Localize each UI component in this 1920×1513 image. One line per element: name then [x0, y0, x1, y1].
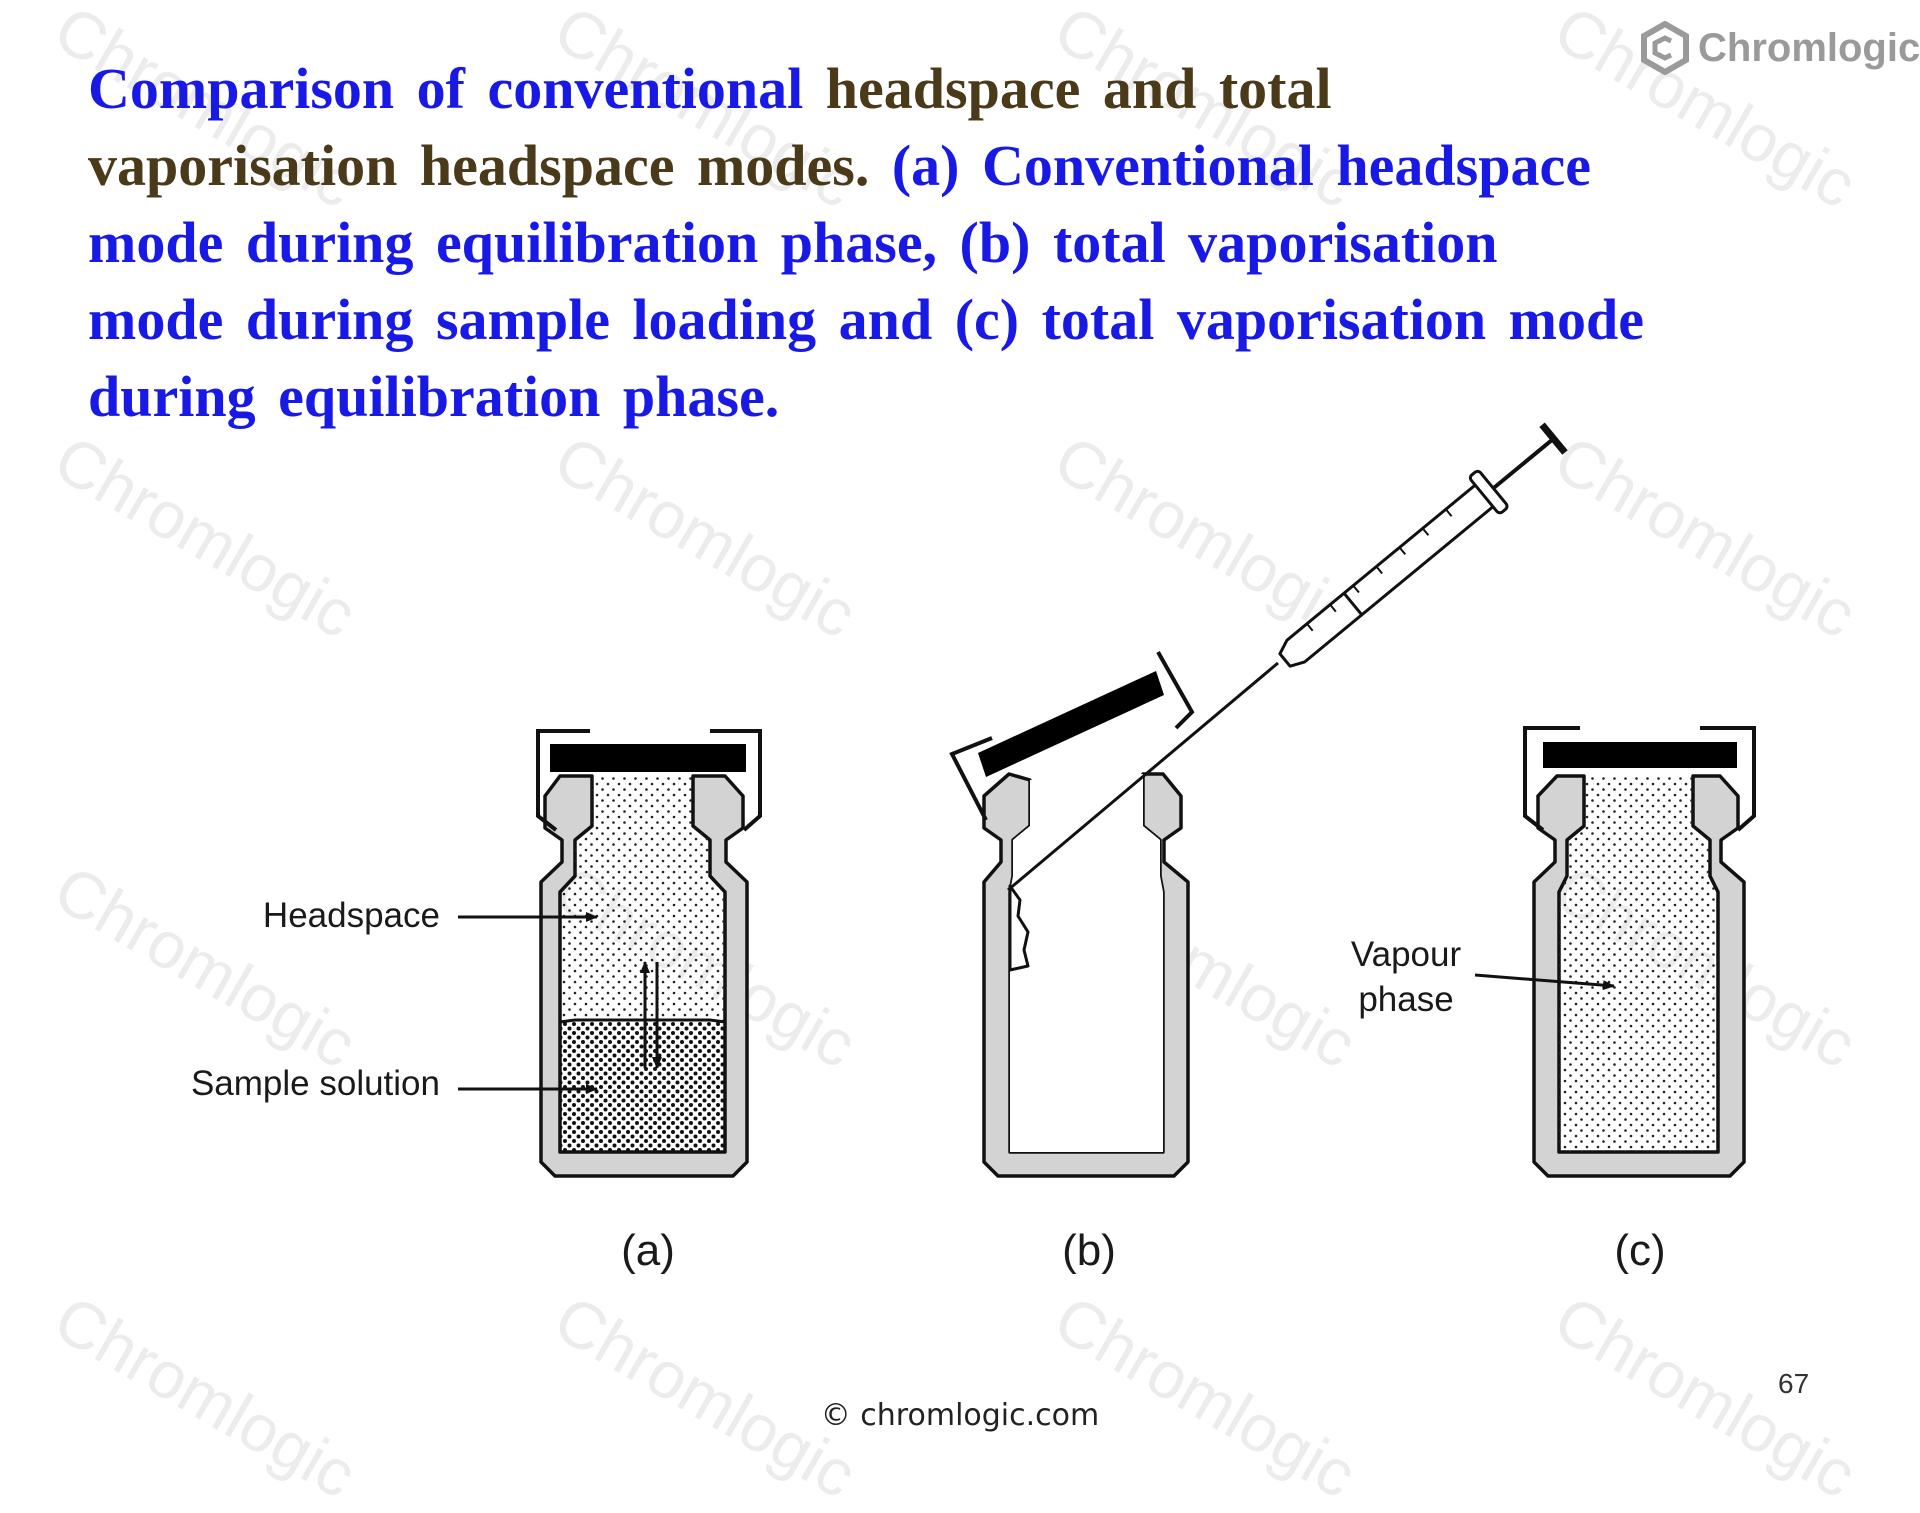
vial-c-septum: [1543, 742, 1737, 768]
vial-a-sample-solution: [560, 1020, 725, 1152]
vial-a: [536, 729, 762, 1178]
vial-c-crimp-cap: [1523, 726, 1756, 832]
syringe-plunger-rod: [1492, 437, 1555, 490]
title-part-1: Comparison of conventional: [88, 56, 804, 121]
slide-title: Comparison of conventional headspace and…: [88, 50, 1648, 435]
label-phase: phase: [1358, 980, 1453, 1019]
panel-label-a: (a): [621, 1226, 675, 1275]
vial-b-septum: [978, 671, 1164, 777]
vial-c: [1523, 726, 1756, 1178]
page-number: 67: [1778, 1368, 1810, 1399]
title-part-3: vaporisation headspace modes.: [88, 133, 870, 198]
label-headspace: Headspace: [263, 896, 440, 935]
syringe-plunger-tip: [1342, 592, 1363, 616]
panel-label-c: (c): [1614, 1226, 1665, 1275]
vial-b: [949, 422, 1568, 1178]
footer-copyright: © chromlogic.com: [820, 1398, 1100, 1433]
label-sample-solution: Sample solution: [191, 1064, 440, 1103]
brand-logo-text: Chromlogic: [1698, 25, 1920, 70]
title-part-2: headspace and total: [825, 56, 1332, 121]
syringe-needle: [1007, 661, 1279, 892]
vial-c-vapour-phase: [1559, 776, 1718, 1152]
vial-b-interior: [1010, 774, 1163, 1152]
arrow-vapour-phase: [1474, 973, 1615, 991]
vial-b-crimp-cap: [949, 651, 1195, 821]
vial-b-sample-droplet: [1008, 884, 1030, 972]
title-part-4: (a) Conventional headspace mode during e…: [88, 133, 1644, 429]
syringe-barrel: [1278, 482, 1497, 668]
vial-a-liquid-surface: [559, 1018, 726, 1024]
brand-logo: Chromlogic: [1640, 18, 1920, 78]
vial-a-septum: [550, 744, 746, 772]
vial-c-wall: [1532, 774, 1746, 1178]
headspace-modes-diagram: Headspace Sample solution Vapour phase (…: [191, 422, 1756, 1275]
syringe: [1278, 422, 1568, 668]
panel-label-b: (b): [1062, 1226, 1116, 1275]
vial-a-headspace: [560, 776, 725, 1020]
label-vapour: Vapour: [1351, 935, 1462, 974]
hexagon-logo-icon: [1641, 21, 1689, 75]
vial-a-crimp-cap: [536, 729, 762, 832]
syringe-plunger-thumb: [1539, 422, 1568, 455]
